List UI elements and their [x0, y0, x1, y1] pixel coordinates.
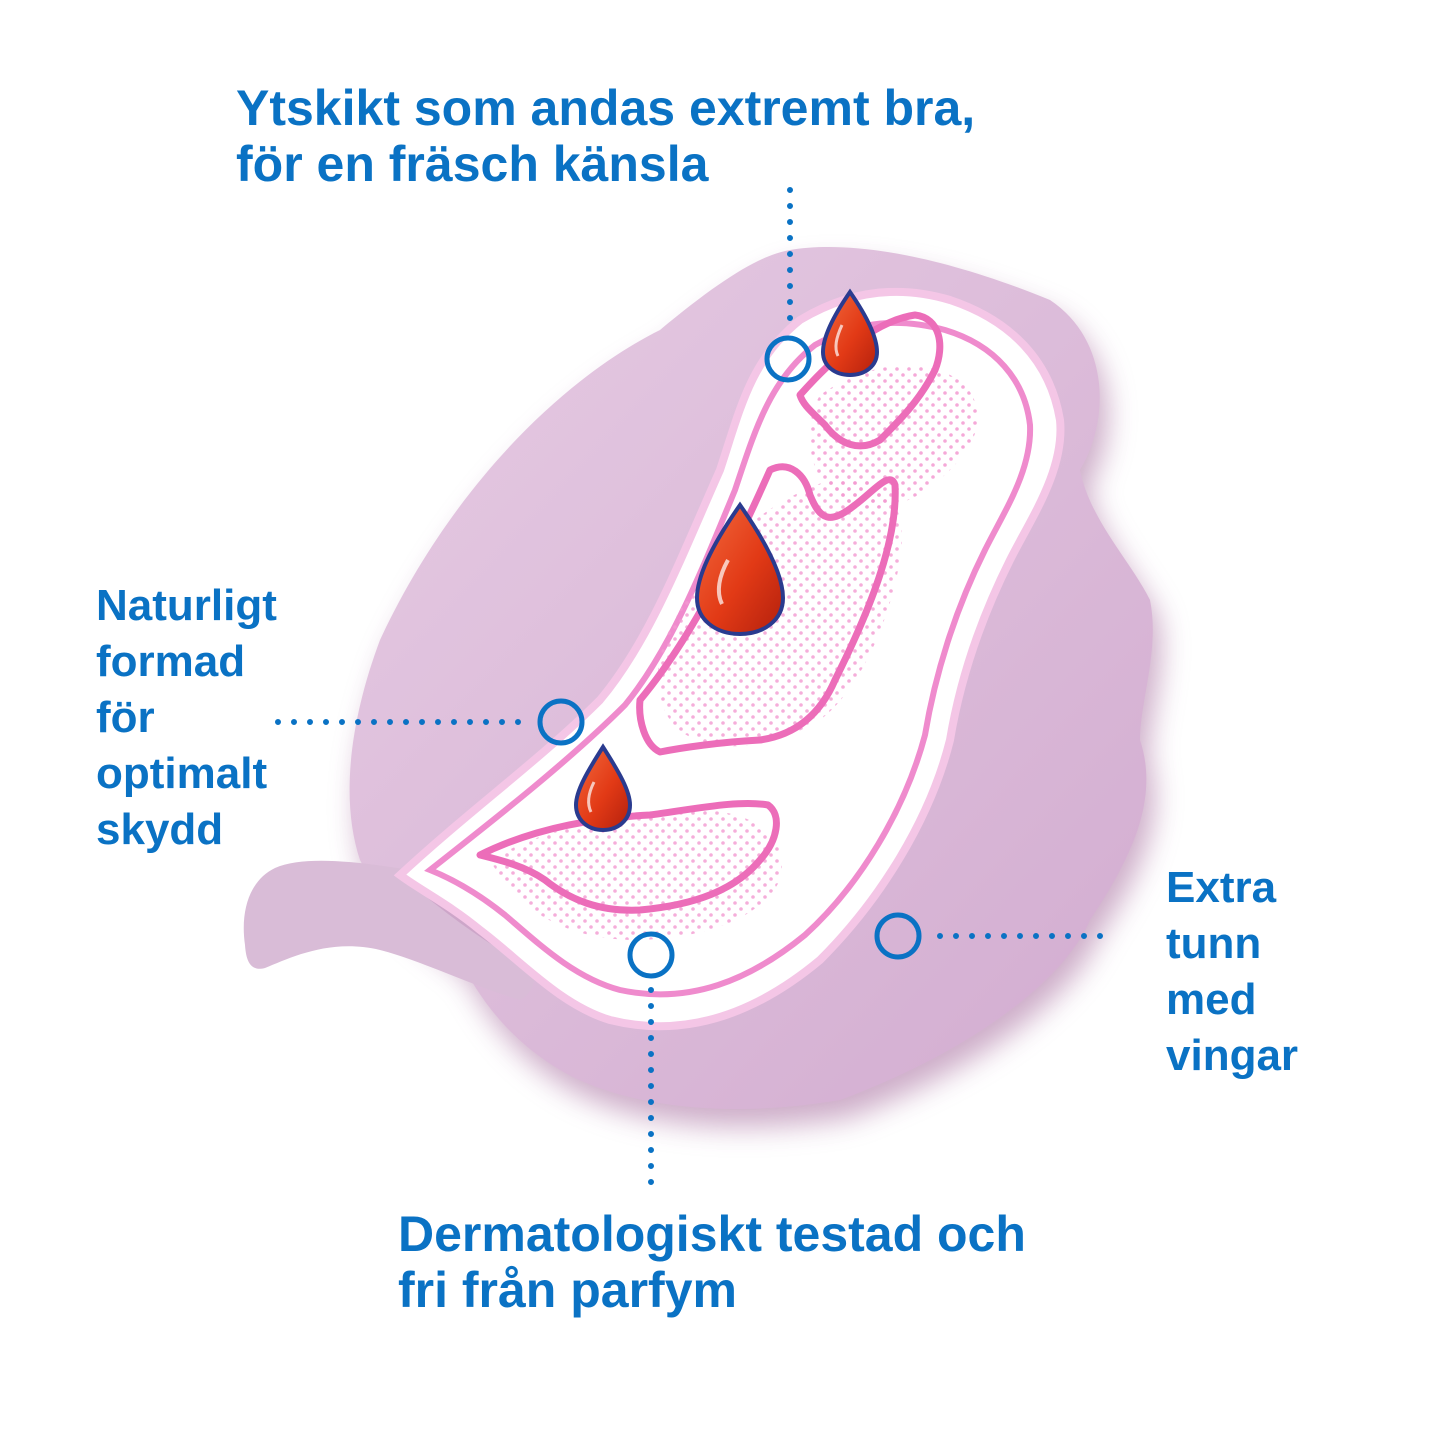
callout-left-leader	[275, 698, 585, 746]
callout-top-line-1: Ytskikt som andas extremt bra,	[236, 80, 976, 136]
callout-top-leader	[764, 187, 812, 383]
callout-right-line-4: vingar	[1166, 1031, 1299, 1080]
callout-right-line-1: Extra	[1166, 863, 1277, 912]
callout-left-line-1: Naturligt	[96, 581, 277, 630]
callout-ring-icon	[537, 698, 585, 746]
callout-right-line-2: tunn	[1166, 919, 1262, 968]
callout-top-label: Ytskikt som andas extremt bra, för en fr…	[236, 80, 975, 192]
callout-bottom-leader	[627, 931, 675, 1191]
callout-ring-icon	[627, 931, 675, 979]
callout-ring-icon	[764, 335, 812, 383]
callout-bottom-line-2: fri från parfym	[398, 1262, 737, 1318]
callout-bottom-label: Dermatologiskt testad och fri från parfy…	[398, 1206, 1026, 1318]
callout-left-line-4: optimalt	[96, 749, 268, 798]
pad-channel-top	[796, 311, 944, 450]
blood-droplet-icon	[573, 743, 633, 833]
pad-inner-ridge	[424, 319, 1034, 998]
pad-texture-lower	[490, 810, 782, 940]
pad-channel-middle	[636, 463, 899, 756]
callout-right-leader	[874, 912, 1117, 960]
callout-left-line-5: skydd	[96, 805, 224, 854]
callout-top-line-2: för en fräsch känsla	[236, 136, 709, 192]
pad-texture-upper	[809, 365, 978, 509]
callout-left-label: Naturligt formad för optimalt skydd	[96, 578, 277, 858]
callout-ring-icon	[874, 912, 922, 960]
callout-bottom-line-1: Dermatologiskt testad och	[398, 1206, 1026, 1262]
blood-droplet-icon	[694, 501, 786, 637]
callout-left-line-2: formad	[96, 637, 246, 686]
callout-right-line-3: med	[1166, 975, 1257, 1024]
callout-right-label: Extra tunn med vingar	[1166, 860, 1298, 1084]
callout-left-line-3: för	[96, 693, 155, 742]
blood-droplet-icon	[820, 288, 880, 378]
